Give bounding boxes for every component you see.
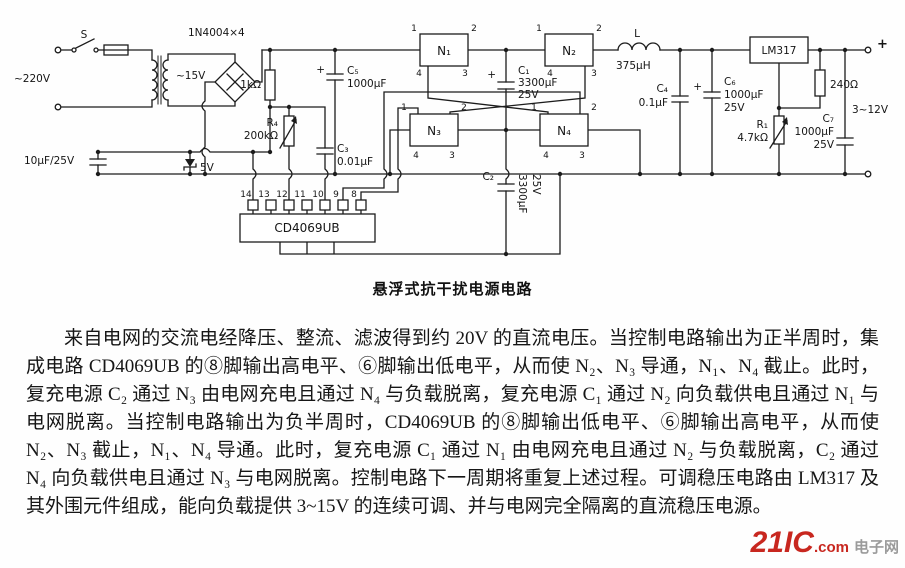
polarity-plus-c5: + (316, 64, 325, 76)
label-r-limit: 1kΩ (240, 79, 261, 91)
n3-pin-3: 3 (449, 151, 455, 161)
label-c1-voltage: 25V (518, 89, 539, 101)
junction-dots (95, 47, 848, 257)
label-r240: 240Ω (830, 79, 858, 91)
n3-pin-4: 4 (413, 151, 419, 161)
label-c6: C₆ (724, 76, 736, 88)
switch-contact-left (71, 47, 77, 53)
label-secondary: ~15V (176, 70, 206, 82)
n1-pin-4: 4 (416, 69, 422, 79)
ic-pin-10 (319, 199, 331, 211)
n4-pin-1: 1 (531, 103, 537, 113)
relay-n1-box (419, 33, 469, 67)
label-inductor-value: 375μH (616, 60, 651, 72)
label-zener: 5V (200, 162, 215, 174)
ic-pin-12 (283, 199, 295, 211)
ic-pin-9 (337, 199, 349, 211)
regulator-lm317-box (749, 36, 809, 64)
polarity-plus-c6: + (693, 81, 702, 93)
ac-terminal-top (54, 46, 62, 54)
label-output-plus: + (877, 37, 888, 52)
label-c6-voltage: 25V (724, 102, 745, 114)
label-c6-value: 1000μF (724, 89, 763, 101)
watermark-brand: 21IC (750, 526, 814, 559)
ic-cd4069ub-box (239, 213, 376, 243)
n2-pin-4: 4 (547, 69, 553, 79)
n4-pin-4: 4 (543, 151, 549, 161)
n1-pin-3: 3 (462, 69, 468, 79)
n2-pin-1: 1 (536, 24, 542, 34)
label-c7-voltage: 25V (813, 139, 834, 151)
n3-pin-1: 1 (401, 103, 407, 113)
label-c4-value: 0.1μF (639, 97, 668, 109)
ic-pin-number-10: 10 (312, 190, 324, 200)
label-c3: C₃ (337, 143, 349, 155)
label-rectifier: 1N4004×4 (188, 27, 245, 39)
n4-pin-2: 2 (591, 103, 597, 113)
n3-pin-2: 2 (461, 103, 467, 113)
ic-pin-number-13: 13 (258, 190, 269, 200)
label-c5: C₅ (347, 65, 359, 77)
watermark-site: 电子网 (853, 539, 899, 556)
label-r4-value: 200kΩ (244, 130, 278, 142)
ic-pin-number-12: 12 (276, 190, 287, 200)
label-c4: C₄ (656, 83, 668, 95)
relay-n2-box (544, 33, 594, 67)
n2-pin-3: 3 (591, 69, 597, 79)
component-symbols (54, 33, 872, 243)
label-n4: N₄ (557, 124, 571, 138)
resistor-1k-symbol (264, 69, 276, 101)
n1-pin-2: 2 (471, 24, 477, 34)
output-terminal-negative (864, 170, 872, 178)
label-n1: N₁ (437, 44, 451, 58)
label-c1-value: 3300μF (518, 77, 557, 89)
label-r4: R₄ (266, 117, 278, 129)
label-c7-value: 1000μF (795, 126, 834, 138)
circuit-schematic: S ~220V 1N4004×4 ~15V 1kΩ 10μF/25V 5V C₅… (14, 24, 889, 257)
n4-pin-3: 3 (579, 151, 585, 161)
label-regulator: LM317 (762, 45, 797, 57)
label-switch: S (81, 29, 88, 41)
watermark-domain: .com (813, 539, 849, 556)
ac-terminal-bottom (54, 103, 62, 111)
label-r1: R₁ (756, 119, 768, 131)
label-output-range: 3~12V (852, 104, 889, 116)
relay-n4-box (539, 113, 589, 147)
label-c2-value: 3300μF (516, 174, 528, 213)
relay-n3-box (409, 113, 459, 147)
ic-pin-number-14: 14 (240, 190, 252, 200)
resistor-240-symbol (814, 69, 826, 97)
label-n2: N₂ (562, 44, 576, 58)
n2-pin-2: 2 (596, 24, 602, 34)
label-r1-value: 4.7kΩ (737, 132, 768, 144)
polarity-plus-c1: + (487, 69, 496, 81)
switch-contact-right (93, 47, 99, 53)
label-n3: N₃ (427, 124, 441, 138)
output-terminal-positive (864, 46, 872, 54)
label-c3-value: 0.01μF (337, 156, 373, 168)
body-paragraph: 来自电网的交流电经降压、整流、滤波得到约 20V 的直流电压。当控制电路输出为正… (26, 328, 879, 517)
label-c7: C₇ (822, 113, 834, 125)
ic-pin-8 (355, 199, 367, 211)
ic-pin-13 (265, 199, 277, 211)
schematic-labels: S ~220V 1N4004×4 ~15V 1kΩ 10μF/25V 5V C₅… (14, 24, 889, 235)
label-ac-input: ~220V (14, 73, 51, 85)
label-c5-value: 1000μF (347, 78, 386, 90)
ic-pin-11 (301, 199, 313, 211)
label-c2: C₂ (482, 171, 494, 183)
zener-diode-symbol (185, 159, 195, 167)
label-ic: CD4069UB (274, 221, 339, 235)
label-c1: C₁ (518, 65, 530, 77)
n1-pin-1: 1 (411, 24, 417, 34)
ic-pin-number-11: 11 (294, 190, 305, 200)
potentiometer-r1-symbol (773, 115, 785, 145)
ic-pin-number-8: 8 (351, 190, 357, 200)
label-c2-voltage: 25V (530, 174, 542, 195)
label-inductor: L (634, 28, 640, 40)
watermark: 21IC .com 电子网 (751, 526, 899, 560)
ic-pin-14 (247, 199, 259, 211)
figure-caption: 悬浮式抗干扰电源电路 (372, 281, 533, 298)
label-c-aux: 10μF/25V (24, 155, 75, 167)
ic-pin-number-9: 9 (333, 190, 339, 200)
